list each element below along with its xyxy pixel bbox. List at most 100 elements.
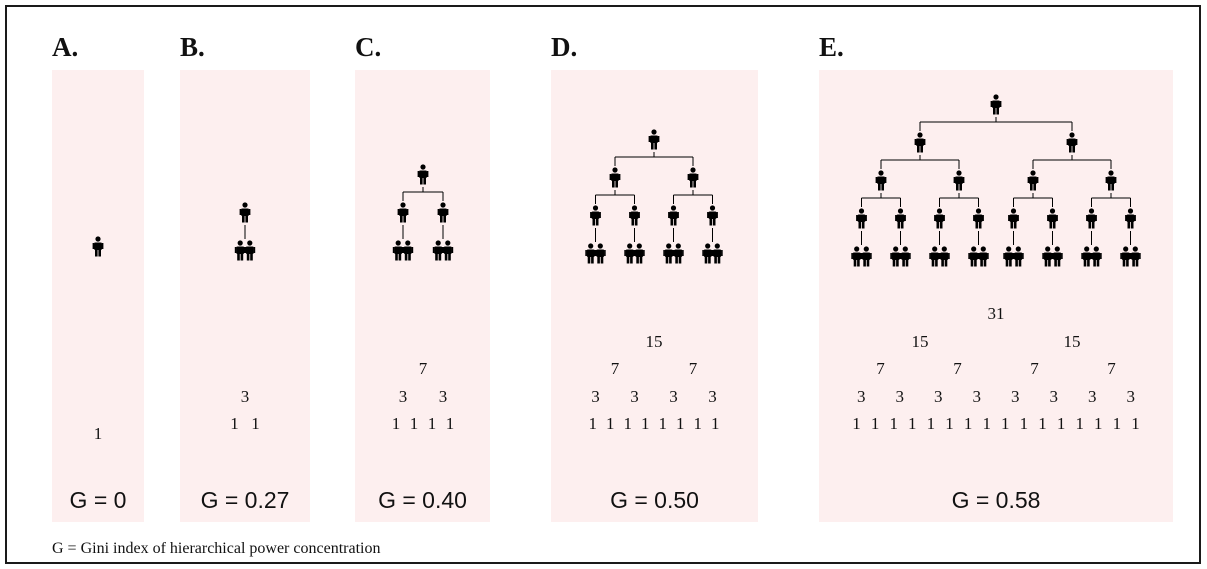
person-icon	[914, 132, 926, 153]
count-label: 1	[1019, 414, 1029, 433]
person-icon	[397, 202, 409, 223]
person-icon	[432, 240, 444, 261]
person-icon	[624, 243, 636, 264]
person-icon	[990, 94, 1002, 115]
count-label: 3	[972, 387, 982, 406]
person-icon	[437, 202, 449, 223]
person-icon	[234, 240, 246, 261]
count-label: 1	[982, 414, 991, 433]
person-icon	[1086, 208, 1097, 229]
count-label: 3	[895, 387, 905, 406]
person-icon	[875, 170, 887, 191]
count-label: 3	[934, 387, 943, 406]
person-icon	[890, 246, 902, 267]
count-label: 3	[1011, 387, 1020, 406]
person-icon	[938, 246, 950, 267]
gini-value-d: G = 0.50	[610, 487, 699, 513]
person-icon	[1105, 170, 1117, 191]
person-icon	[1125, 208, 1136, 229]
count-label: 15	[1063, 332, 1081, 351]
person-icon	[1047, 208, 1058, 229]
count-label: 7	[1030, 359, 1039, 378]
figure-caption: G = Gini index of hierarchical power con…	[52, 540, 381, 557]
person-icon	[953, 170, 965, 191]
count-label: 1	[926, 414, 936, 433]
person-icon	[899, 246, 911, 267]
person-icon	[239, 202, 251, 223]
count-label: 1	[251, 414, 260, 433]
gini-value-e: G = 0.58	[951, 487, 1041, 513]
hierarchy-tree	[234, 202, 256, 261]
person-icon	[860, 246, 872, 267]
person-icon	[244, 240, 256, 261]
count-label: 3	[630, 387, 639, 406]
count-label: 7	[953, 359, 962, 378]
panel-label-d: D.	[551, 32, 578, 62]
person-icon	[663, 243, 675, 264]
panel-a-background: G = 0 1	[52, 70, 144, 522]
count-label: 7	[1107, 359, 1116, 378]
count-label: 1	[711, 414, 720, 433]
person-icon	[1129, 246, 1141, 267]
person-icon	[1008, 208, 1019, 229]
person-icon	[629, 205, 640, 226]
count-label: 7	[418, 359, 428, 378]
person-icon	[711, 243, 723, 264]
count-label: 1	[427, 414, 437, 433]
count-label: 31	[987, 304, 1005, 323]
panel-label-a: A.	[52, 32, 79, 62]
count-label: 3	[1088, 387, 1097, 406]
count-label: 1	[623, 414, 633, 433]
count-label: 1	[1094, 414, 1103, 433]
hierarchy-tree	[392, 164, 454, 261]
person-icon	[668, 205, 679, 226]
person-icon	[977, 246, 989, 267]
hierarchy-tree	[92, 236, 104, 257]
person-icon	[1090, 246, 1102, 267]
panel-label-b: B.	[180, 32, 205, 62]
panel-label-e: E.	[819, 32, 844, 62]
count-label: 3	[857, 387, 866, 406]
person-icon	[968, 246, 980, 267]
person-icon	[402, 240, 414, 261]
count-label: 3	[1049, 387, 1059, 406]
count-label: 1	[889, 414, 898, 433]
person-icon	[851, 246, 863, 267]
person-icon	[1051, 246, 1063, 267]
person-icon	[633, 243, 645, 264]
person-icon	[687, 167, 699, 188]
count-label: 1	[588, 414, 598, 433]
person-icon	[392, 240, 404, 261]
count-label: 1	[658, 414, 668, 433]
count-label: 1	[1131, 414, 1140, 433]
count-label: 15	[911, 332, 929, 351]
count-label: 1	[945, 414, 954, 433]
count-label: 1	[676, 414, 685, 433]
count-label: 7	[876, 359, 885, 378]
person-icon	[1120, 246, 1132, 267]
person-icon	[1066, 132, 1078, 153]
person-icon	[934, 208, 945, 229]
person-icon	[702, 243, 714, 264]
count-label: 7	[610, 359, 620, 378]
person-icon	[1042, 246, 1054, 267]
person-icon	[672, 243, 684, 264]
count-label: 1	[445, 414, 455, 433]
count-label: 1	[870, 414, 880, 433]
count-label: 15	[645, 332, 663, 351]
count-label: 3	[708, 387, 717, 406]
gini-value-a: G = 0	[69, 487, 127, 513]
person-icon	[417, 164, 429, 185]
count-label: 3	[1126, 387, 1136, 406]
gini-value-c: G = 0.40	[378, 487, 467, 513]
person-icon	[594, 243, 606, 264]
count-label: 1	[641, 414, 650, 433]
gini-value-b: G = 0.27	[200, 487, 290, 513]
count-label: 1	[1075, 414, 1084, 433]
count-label: 3	[398, 387, 408, 406]
count-label: 1	[391, 414, 401, 433]
count-label: 3	[240, 387, 250, 406]
hierarchy-tree	[585, 129, 723, 264]
